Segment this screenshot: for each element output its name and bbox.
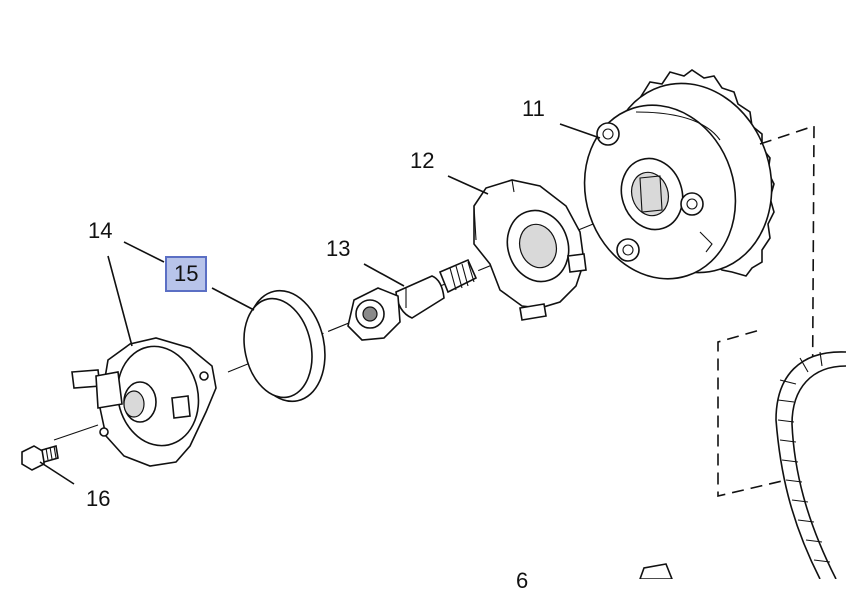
part-13-control-valve: [347, 258, 478, 341]
leader-16: [39, 461, 75, 485]
part-15-seal-ring: [243, 289, 326, 403]
part-6-partial: [639, 563, 673, 579]
callout-6: 6: [516, 568, 529, 593]
exploded-parts-diagram: [21, 69, 847, 579]
callout-11: 11: [522, 96, 545, 121]
leader-lines: [39, 123, 601, 485]
leader-12: [447, 175, 489, 195]
callout-15-highlighted: 15: [165, 256, 208, 292]
leader-14b: [107, 255, 133, 347]
leader-14a: [123, 241, 165, 263]
callout-16: 16: [86, 486, 111, 511]
callout-12: 12: [410, 148, 435, 173]
valve-spring-coils: [449, 261, 475, 291]
timing-chain: [717, 124, 847, 579]
part-14-housing: [71, 337, 217, 467]
leader-13: [363, 263, 405, 287]
part-16-bolt: [21, 444, 59, 471]
callout-13: 13: [326, 236, 351, 261]
leader-11: [559, 123, 601, 139]
part-12-cover-plate: [473, 179, 587, 321]
leader-15: [211, 287, 255, 311]
part-11-camshaft-sprocket: [583, 69, 775, 280]
callout-14: 14: [88, 218, 113, 243]
